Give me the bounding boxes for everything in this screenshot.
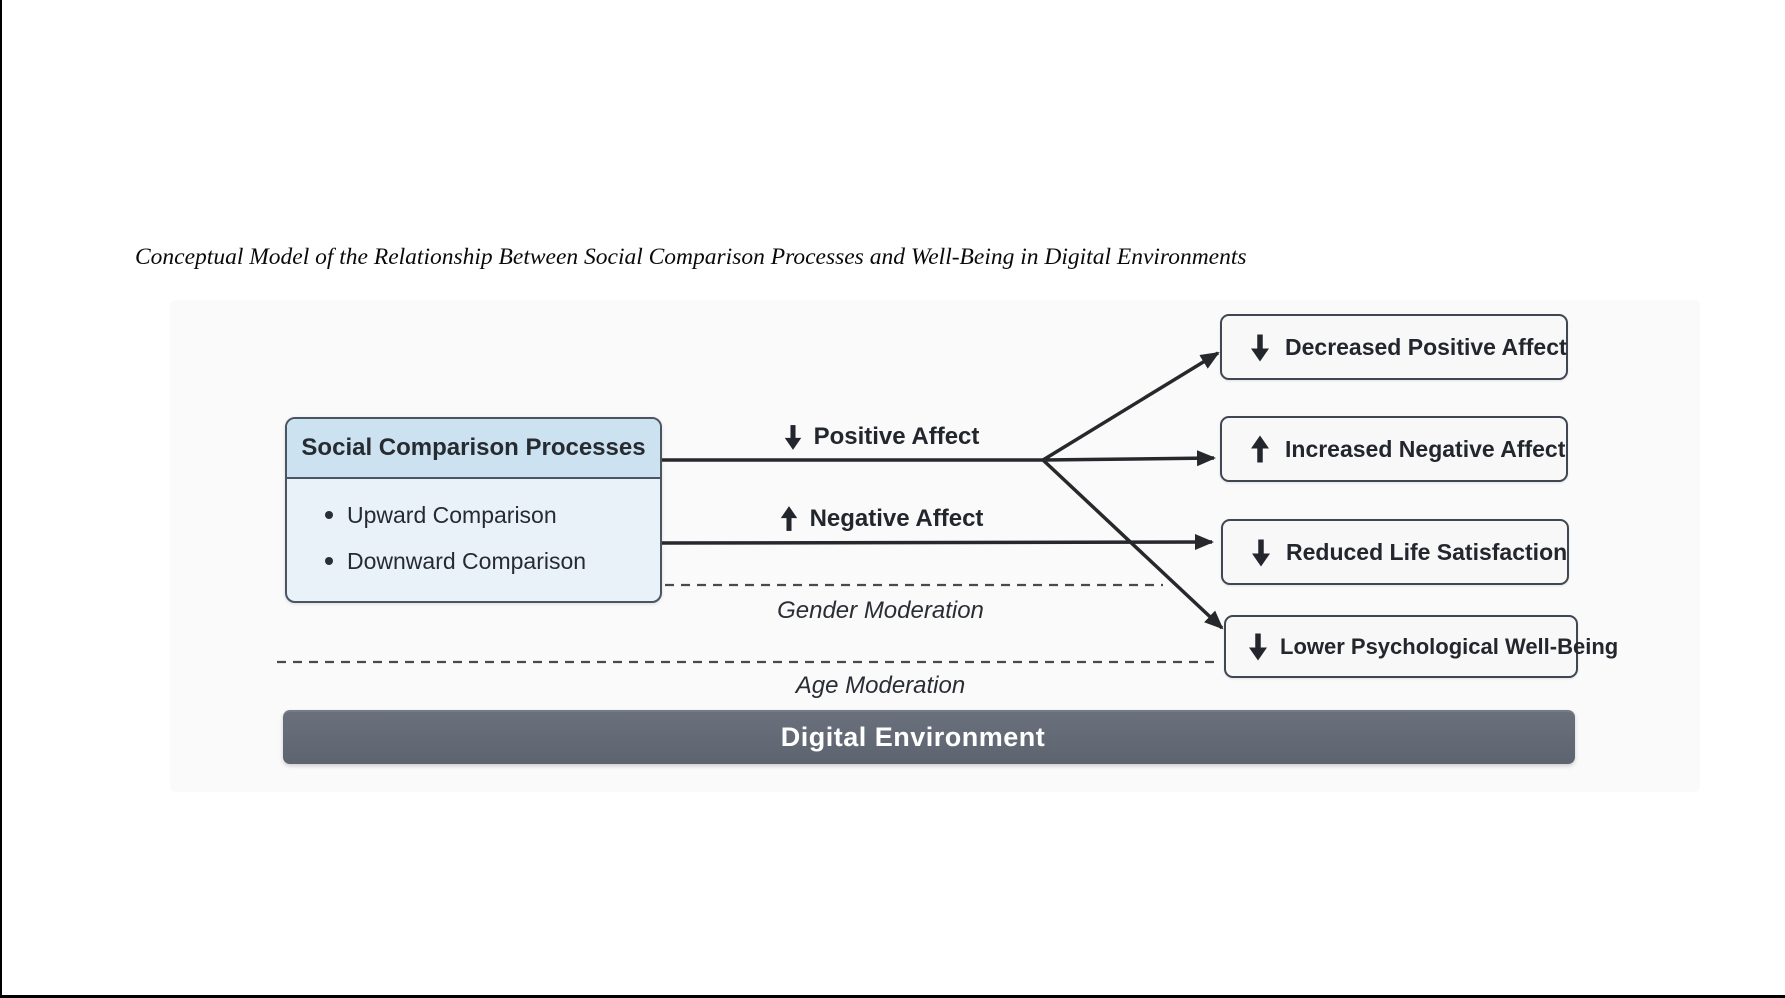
- outcome-box-reduced-life-satisfaction: Reduced Life Satisfaction: [1221, 519, 1569, 585]
- predictor-box-title: Social Comparison Processes: [301, 434, 646, 461]
- list-item: Upward Comparison: [325, 492, 660, 538]
- arrow-to-reduced-life-satisfaction: [661, 534, 1214, 551]
- connector-lines: [277, 351, 1224, 664]
- page-bottom-border-line: [0, 995, 1785, 998]
- up-arrow-icon: [1251, 435, 1269, 462]
- negative-affect-pathway-label: Negative Affect: [698, 502, 1063, 536]
- outcome-box-increased-negative-affect: Increased Negative Affect: [1220, 416, 1568, 482]
- list-item: Downward Comparison: [325, 538, 660, 584]
- up-arrow-icon: [780, 506, 797, 531]
- arrow-to-lower-psychological-well-being: [1041, 458, 1224, 630]
- gender-moderation-label: Gender Moderation: [777, 597, 984, 624]
- down-arrow-icon: [1252, 539, 1270, 566]
- down-arrow-icon: [784, 425, 801, 450]
- age-moderation-label: Age Moderation: [795, 672, 966, 699]
- downward-comparison-label: Downward Comparison: [347, 547, 587, 574]
- digital-environment-bar: Digital Environment: [283, 710, 1575, 764]
- page-left-border-line: [0, 0, 2, 998]
- social-comparison-processes-box: Social Comparison Processes Upward Compa…: [285, 417, 662, 603]
- arrow-to-increased-negative-affect: [1042, 450, 1216, 467]
- positive-affect-pathway-label: Positive Affect: [698, 420, 1063, 454]
- predictor-box-body: Upward Comparison Downward Comparison: [287, 479, 660, 584]
- arrow-to-decreased-positive-affect: [1042, 351, 1220, 462]
- down-arrow-icon: [1251, 334, 1269, 361]
- outcome-box-lower-psychological-well-being: Lower Psychological Well-Being: [1224, 615, 1618, 678]
- figure-caption: Conceptual Model of the Relationship Bet…: [135, 244, 1247, 270]
- bullet-icon: [325, 557, 333, 565]
- predictor-box-header: Social Comparison Processes: [287, 419, 660, 479]
- down-arrow-icon: [1249, 633, 1267, 661]
- outcome-box-decreased-positive-affect: Decreased Positive Affect: [1220, 314, 1568, 380]
- upward-comparison-label: Upward Comparison: [347, 501, 557, 528]
- digital-environment-label: Digital Environment: [780, 721, 1046, 752]
- bullet-icon: [325, 511, 333, 519]
